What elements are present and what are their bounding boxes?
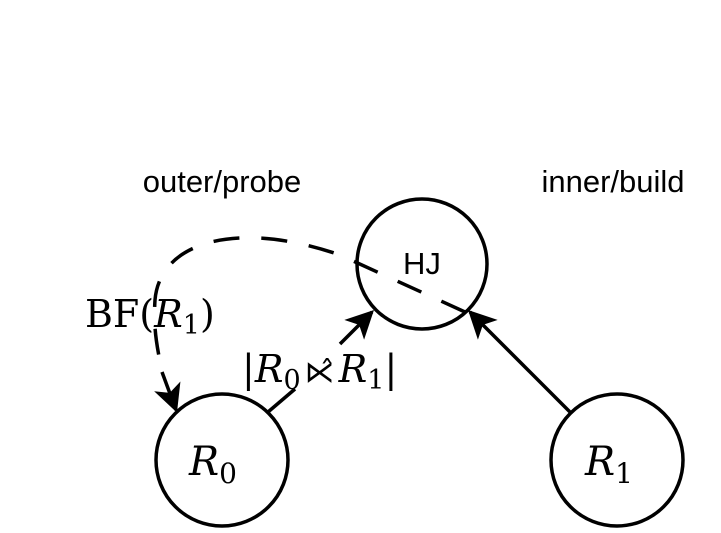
bloom-filter-label: BF(R1) [85, 292, 215, 341]
hash-join-node: HJ [355, 197, 489, 331]
semi-join-cardinality-label: |R0⋉̂R1| [242, 347, 397, 396]
bloom-filter-arrow [154, 371, 181, 413]
r1-label: R1 [584, 439, 633, 490]
r0-circle [154, 392, 290, 528]
r0-node: R0 [154, 392, 290, 528]
inner-build-label: inner/build [541, 164, 684, 199]
hash-join-label: HJ [403, 246, 441, 281]
r0-to-hj-edge-lower [266, 387, 297, 414]
r1-to-hj-edge [468, 310, 573, 415]
r0-label: R0 [188, 439, 237, 490]
r0-to-hj-edge-upper [338, 310, 374, 346]
bloom-filter-edge [152, 236, 466, 363]
r1-circle [549, 392, 685, 528]
hash-join-circle [355, 197, 489, 331]
outer-probe-label: outer/probe [143, 164, 302, 199]
r1-node: R1 [549, 392, 685, 528]
